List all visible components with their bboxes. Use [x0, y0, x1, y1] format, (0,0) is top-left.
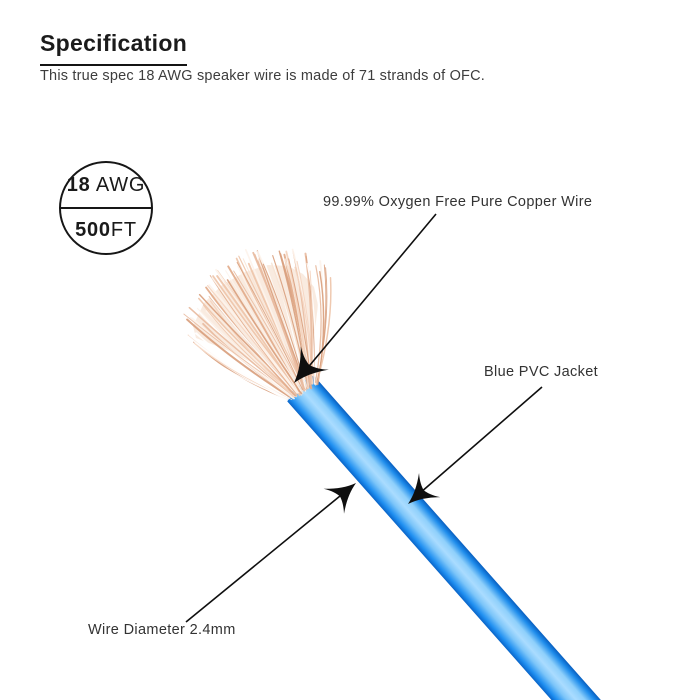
arrow-copper [294, 213, 437, 383]
blue-wire-jacket [286, 375, 615, 700]
annotation-arrows [185, 213, 543, 623]
badge-length-unit: FT [110, 219, 137, 241]
page-title: Specification [40, 30, 188, 66]
badge-length-value: 500 [75, 219, 111, 241]
pvc-jacket-label: Blue PVC Jacket [484, 364, 599, 380]
badge-gauge-unit: AWG [90, 174, 146, 196]
page-subtitle: This true spec 18 AWG speaker wire is ma… [40, 68, 486, 84]
wire-diameter-label: Wire Diameter 2.4mm [88, 622, 236, 638]
copper-wire-label: 99.99% Oxygen Free Pure Copper Wire [323, 194, 593, 210]
badge-divider [61, 206, 151, 210]
badge-gauge-value: 18 [66, 174, 91, 196]
badge-gauge: 18 AWG [61, 163, 151, 208]
arrow-jacket [408, 386, 543, 504]
copper-strands [183, 248, 332, 401]
arrow-diameter [185, 483, 356, 623]
